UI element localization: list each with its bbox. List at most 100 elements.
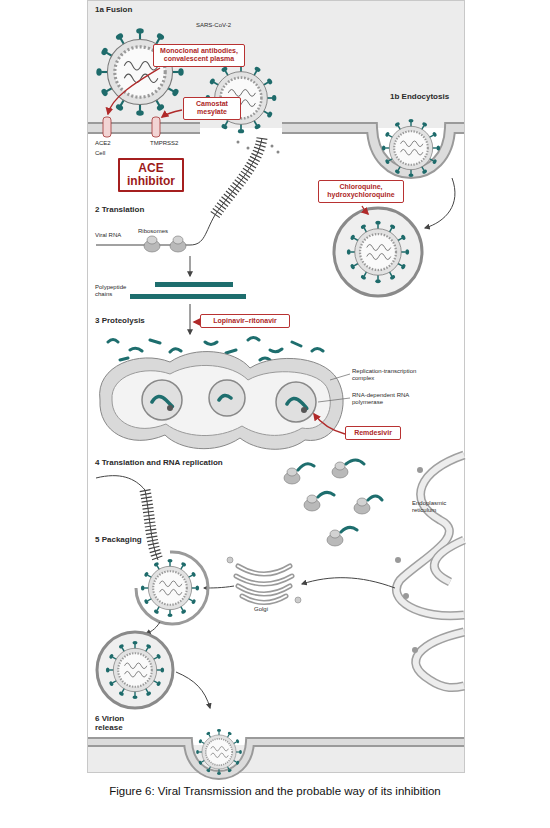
step-heading: 4 Translation and RNA replication xyxy=(95,458,223,467)
endocytosis-arrow xyxy=(425,178,455,228)
drug-box: Camostat mesylate xyxy=(183,97,241,120)
endoplasmic-reticulum xyxy=(434,540,464,582)
endoplasmic-reticulum xyxy=(396,455,464,616)
golgi xyxy=(236,566,292,603)
packaging-and-release xyxy=(106,641,164,699)
endocytosis-arrow xyxy=(425,178,455,228)
golgi xyxy=(295,597,301,603)
figure-frame xyxy=(88,745,464,772)
viral-rna xyxy=(215,138,262,215)
figure-frame xyxy=(88,1,465,773)
packaging-and-release xyxy=(196,729,242,775)
drug-box: Lopinavir–ritonavir xyxy=(200,314,290,328)
part-label: Cell xyxy=(95,150,105,157)
polypeptide-chains xyxy=(155,282,233,287)
virus-particles xyxy=(334,208,422,296)
viral-rna xyxy=(96,476,145,490)
ace-inhibitor-box: ACE inhibitor xyxy=(118,158,184,192)
endoplasmic-reticulum xyxy=(417,467,423,473)
figure-frame xyxy=(88,1,465,773)
virus-particles xyxy=(96,28,183,115)
part-label: TMPRSS2 xyxy=(150,140,178,147)
part-label: Golgi xyxy=(254,606,268,613)
step-heading: 1b Endocytosis xyxy=(390,92,449,101)
antibody-drug-box: Monoclonal antibodies, convalescent plas… xyxy=(153,44,245,67)
figure-frame xyxy=(88,1,464,128)
part-label: Viral RNA xyxy=(95,232,121,239)
receptors xyxy=(152,117,160,137)
drug-name: Chloroquine, hydroxychloroquine xyxy=(322,183,400,200)
replication-complex xyxy=(318,374,350,402)
drug-name: Camostat mesylate xyxy=(187,100,237,117)
ribosomes xyxy=(298,460,382,532)
virus-particles xyxy=(347,221,409,283)
endoplasmic-reticulum xyxy=(403,593,409,599)
figure-caption: Figure 6: Viral Transmission and the pro… xyxy=(60,784,490,799)
part-label: ACE2 xyxy=(95,140,111,147)
ribosomes xyxy=(144,236,160,252)
golgi xyxy=(204,557,301,603)
replication-complex xyxy=(142,380,182,420)
replication-complex xyxy=(100,352,350,450)
endoplasmic-reticulum xyxy=(302,455,464,688)
part-label: Ribosomes xyxy=(138,228,168,235)
inhibition-arrows xyxy=(362,206,368,214)
virus-particles xyxy=(382,119,440,177)
packaging-and-release xyxy=(141,559,199,617)
packaging-and-release xyxy=(136,552,208,624)
drug-name: ACE inhibitor xyxy=(124,162,178,188)
drug-box: Chloroquine, hydroxychloroquine xyxy=(318,180,404,203)
golgi xyxy=(227,557,233,563)
step-heading: 3 Proteolysis xyxy=(95,316,145,325)
replication-complex xyxy=(209,380,245,416)
polypeptide-chains xyxy=(190,304,191,334)
part-label: RNA-dependent RNA polymerase xyxy=(352,392,422,406)
ribosomes xyxy=(170,236,186,252)
viral-rna xyxy=(237,141,240,144)
drug-box: Remdesivir xyxy=(345,426,401,440)
receptors xyxy=(103,117,160,137)
receptors xyxy=(103,117,111,137)
endoplasmic-reticulum xyxy=(396,455,464,616)
replication-complex xyxy=(152,395,307,408)
step-heading: 1a Fusion xyxy=(95,5,132,14)
drug-name: Remdesivir xyxy=(349,429,397,437)
virus-particles xyxy=(96,28,440,296)
polypeptide-chains xyxy=(130,294,246,299)
viral-rna xyxy=(215,138,262,215)
packaging-and-release xyxy=(146,622,160,634)
part-label: Endoplasmic reticulum xyxy=(412,500,460,514)
endoplasmic-reticulum xyxy=(416,632,464,688)
packaging-and-release xyxy=(97,552,242,775)
polypeptide-chains xyxy=(190,256,191,276)
inhibition-arrows xyxy=(108,68,368,434)
viral-rna xyxy=(96,138,280,560)
step-heading: 2 Translation xyxy=(95,205,144,214)
replication-complex xyxy=(276,382,316,422)
packaging-and-release xyxy=(176,672,210,708)
drug-name: Monoclonal antibodies, convalescent plas… xyxy=(157,47,241,64)
polypeptide-chains xyxy=(108,256,323,360)
part-label: Polypeptide chains xyxy=(95,284,137,298)
part-label: Replication-transcription complex xyxy=(352,368,422,382)
endoplasmic-reticulum xyxy=(412,647,418,653)
step-heading: 6 Virion release xyxy=(95,714,137,732)
replication-complex xyxy=(112,365,330,435)
endoplasmic-reticulum xyxy=(395,557,401,563)
step-heading: 5 Packaging xyxy=(95,535,142,544)
drug-name: Lopinavir–ritonavir xyxy=(204,317,286,325)
endoplasmic-reticulum xyxy=(302,578,395,588)
cell-membrane xyxy=(88,742,464,775)
part-label: SARS-CoV-2 xyxy=(196,22,231,29)
replication-complex xyxy=(301,407,307,413)
replication-complex xyxy=(100,352,343,450)
viral-rna xyxy=(271,145,274,148)
inhibition-arrows xyxy=(162,110,182,117)
replication-complex xyxy=(167,405,173,411)
packaging-and-release xyxy=(97,632,173,708)
cell-membrane xyxy=(88,128,464,775)
viral-rna xyxy=(247,147,250,150)
